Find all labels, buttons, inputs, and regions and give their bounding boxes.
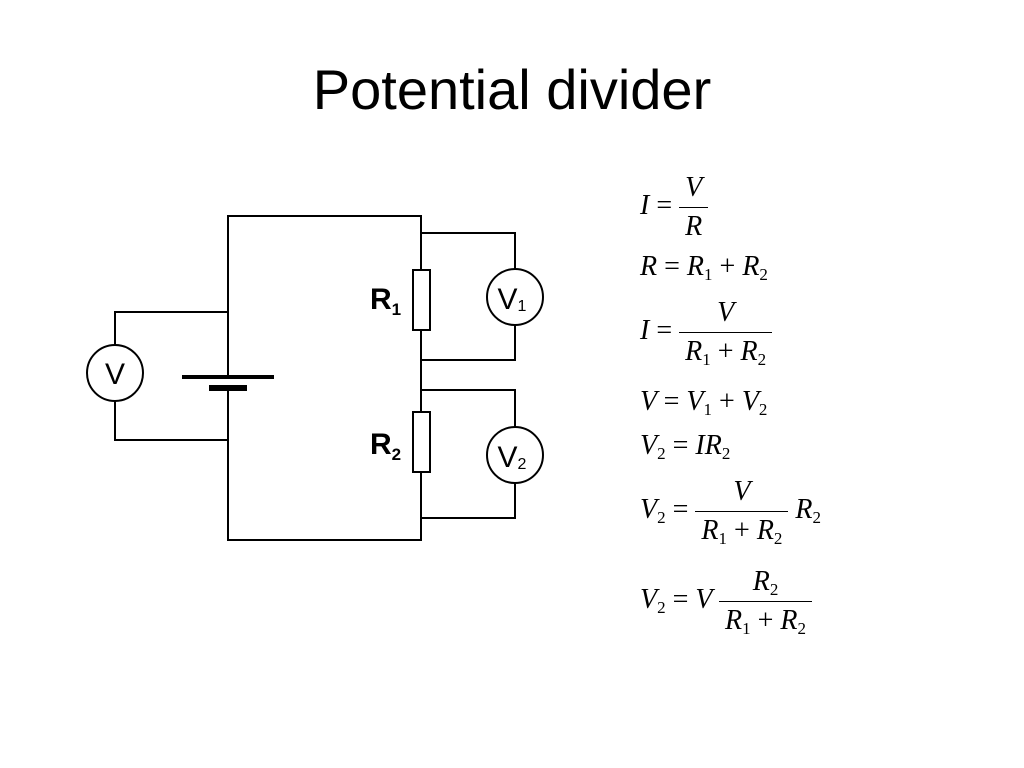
resistor-r2-label: R2 <box>370 428 401 464</box>
wire-left-top <box>227 215 422 312</box>
wire-left-bottom <box>227 390 422 541</box>
equation-v2-ir2: V2 = IR2 <box>640 430 731 463</box>
equation-total-voltage: V = V1 + V2 <box>640 386 768 419</box>
wire-vm-main-top <box>114 311 228 345</box>
equation-v2-substituted: V2 = V R1 + R2 R2 <box>640 476 822 548</box>
voltmeter-v2 <box>486 426 544 484</box>
voltmeter-main <box>86 344 144 402</box>
voltmeter-v1-label: V1 <box>498 283 527 316</box>
wire-vm-main-bottom <box>114 401 228 441</box>
voltmeter-v2-label: V2 <box>498 441 527 474</box>
wire-vm2-top <box>421 389 516 427</box>
wire-vm2-bottom <box>421 483 516 519</box>
voltmeter-v1 <box>486 268 544 326</box>
equation-total-resistance: R = R1 + R2 <box>640 251 768 284</box>
resistor-r2 <box>412 411 431 473</box>
equation-v2-divider: V2 = V R2 R1 + R2 <box>640 566 813 637</box>
voltmeter-main-label: V <box>105 358 125 391</box>
wire-vm1-bottom <box>421 325 516 361</box>
slide-title: Potential divider <box>312 58 712 121</box>
resistor-r1-label: R1 <box>370 283 401 319</box>
equation-current: I = V R1 + R2 <box>640 297 773 368</box>
resistor-r1 <box>412 269 431 331</box>
wire-vm1-top <box>421 232 516 269</box>
